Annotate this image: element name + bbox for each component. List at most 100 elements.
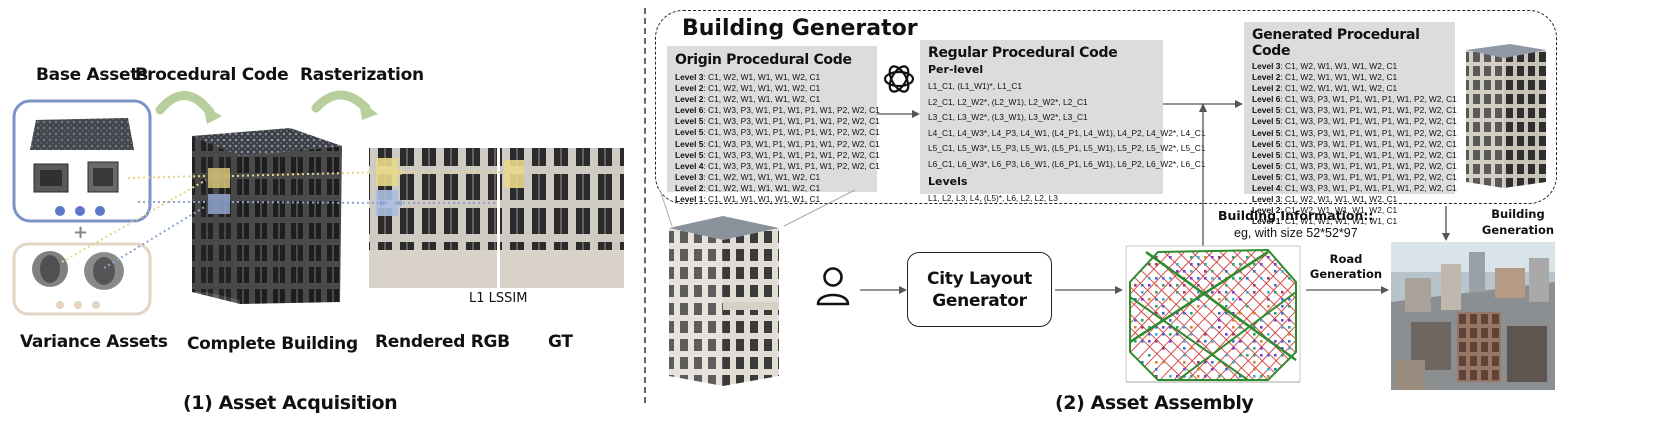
lot-dot bbox=[1218, 256, 1221, 259]
lot-dot bbox=[1190, 277, 1193, 280]
lot-dot bbox=[1141, 291, 1144, 294]
lot-dot bbox=[1288, 326, 1291, 329]
lot-dot bbox=[1155, 333, 1158, 336]
lot-dot bbox=[1134, 340, 1137, 343]
lot-dot bbox=[1267, 298, 1270, 301]
lot-dot bbox=[1197, 368, 1200, 371]
code-line: Level 5: C1, W3, P3, W1, P1, W1, P1, W1,… bbox=[675, 149, 880, 161]
lot-dot bbox=[1281, 354, 1284, 357]
road-line bbox=[1130, 250, 1201, 380]
lot-dot bbox=[1183, 284, 1186, 287]
lot-dot bbox=[1204, 305, 1207, 308]
lot-dot bbox=[1183, 347, 1186, 350]
road-line bbox=[1255, 250, 1296, 380]
lot-dot bbox=[1274, 354, 1277, 357]
lot-dot bbox=[1190, 263, 1193, 266]
lot-dot bbox=[1169, 284, 1172, 287]
code-line-level: Level 2 bbox=[675, 83, 704, 94]
lot-dot bbox=[1155, 291, 1158, 294]
lot-dot bbox=[1267, 305, 1270, 308]
code-line: Level 5: C1, W3, P3, W1, P1, W1, P1, W1,… bbox=[1252, 172, 1457, 183]
lot-dot bbox=[1225, 305, 1228, 308]
code-line-value: : C1, W3, P3, W1, P1, W1, P1, W1, P2, W2… bbox=[703, 116, 880, 127]
lot-dot bbox=[1183, 298, 1186, 301]
lot-dot bbox=[1176, 326, 1179, 329]
lot-dot bbox=[1141, 361, 1144, 364]
lot-dot bbox=[1141, 319, 1144, 322]
city-layout-generator-label: City Layout Generator bbox=[927, 268, 1032, 311]
lot-dot bbox=[1239, 263, 1242, 266]
road-line bbox=[1130, 250, 1261, 380]
lot-dot bbox=[1190, 375, 1193, 378]
road-line bbox=[1130, 250, 1233, 380]
road-line bbox=[1241, 250, 1296, 380]
lot-dot bbox=[1267, 368, 1270, 371]
lot-dot bbox=[1141, 284, 1144, 287]
complete-building-roof bbox=[192, 128, 342, 156]
lot-dot bbox=[1197, 256, 1200, 259]
lot-dot bbox=[1267, 375, 1270, 378]
lot-dot bbox=[1253, 284, 1256, 287]
code-line-level: Level 2 bbox=[675, 182, 704, 193]
lot-dot bbox=[1218, 312, 1221, 315]
lot-dot bbox=[1232, 291, 1235, 294]
building-lot-dots bbox=[1134, 256, 1291, 378]
lot-dot bbox=[1253, 368, 1256, 371]
user-icon bbox=[816, 267, 850, 306]
regular-code-line: L1_C1, (L1_W1)*, L1_C1 bbox=[928, 81, 1023, 91]
lot-dot bbox=[1288, 333, 1291, 336]
lot-dot bbox=[1239, 277, 1242, 280]
lot-dot bbox=[1232, 263, 1235, 266]
lot-dot bbox=[1239, 375, 1242, 378]
lot-dot bbox=[1162, 361, 1165, 364]
lot-dot bbox=[1253, 347, 1256, 350]
openai-logo-icon bbox=[883, 65, 915, 93]
lot-dot bbox=[1253, 270, 1256, 273]
code-line-value: : C1, W3, P3, W1, P1, W1, P1, W1, P2, W2… bbox=[703, 149, 880, 160]
lot-dot bbox=[1190, 347, 1193, 350]
lot-dot bbox=[1197, 361, 1200, 364]
lot-dot bbox=[1204, 375, 1207, 378]
lot-dot bbox=[1155, 298, 1158, 301]
lot-dot bbox=[1211, 340, 1214, 343]
code-line-level: Level 5 bbox=[675, 127, 704, 138]
code-line: Level 4: C1, W3, P3, W1, P1, W1, P1, W1,… bbox=[675, 161, 880, 172]
lot-dot bbox=[1155, 263, 1158, 266]
lot-dot bbox=[1267, 354, 1270, 357]
lot-dot bbox=[1225, 333, 1228, 336]
code-line: Level 5: C1, W3, P3, W1, P1, W1, P1, W1,… bbox=[1252, 116, 1457, 127]
lot-dot bbox=[1260, 375, 1263, 378]
regular-code-panel: Regular Procedural Code Per-level L1_C1,… bbox=[920, 40, 1205, 203]
lot-dot bbox=[1246, 277, 1249, 280]
code-line-level: Level 1 bbox=[675, 194, 704, 205]
code-line-value: : C1, W1, W1, W1, W1, W1, C1 bbox=[1280, 216, 1398, 227]
building-generation-label: Building Generation bbox=[1481, 207, 1555, 237]
lot-dot bbox=[1134, 326, 1137, 329]
code-line: Level 5: C1, W3, P3, W1, P1, W1, P1, W1,… bbox=[1252, 139, 1457, 150]
lot-dot bbox=[1155, 277, 1158, 280]
input-building-render bbox=[669, 216, 779, 386]
road-line bbox=[1185, 250, 1296, 380]
lot-dot bbox=[1190, 298, 1193, 301]
curved-arrow-icon bbox=[155, 91, 215, 117]
lot-dot bbox=[1155, 312, 1158, 315]
code-line: Level 5: C1, W3, P3, W1, P1, W1, P1, W1,… bbox=[675, 139, 880, 150]
variance-assets-frame bbox=[12, 242, 152, 316]
code-line-level: Level 2 bbox=[1252, 83, 1281, 94]
lot-dot bbox=[1267, 333, 1270, 336]
lot-dot bbox=[1281, 347, 1284, 350]
lot-dot bbox=[1190, 312, 1193, 315]
lot-dot bbox=[1288, 305, 1291, 308]
lot-dot bbox=[1162, 347, 1165, 350]
road-line bbox=[1130, 250, 1187, 380]
code-line: Level 4: C1, W3, P3, W1, P1, W1, P1, W1,… bbox=[1252, 183, 1457, 194]
lot-dot bbox=[1190, 270, 1193, 273]
lot-dot bbox=[1197, 375, 1200, 378]
code-line: Level 5: C1, W3, P3, W1, P1, W1, P1, W1,… bbox=[675, 127, 880, 138]
code-line: Level 3: C1, W2, W1, W1, W1, W2, C1 bbox=[1252, 194, 1455, 205]
lot-dot bbox=[1225, 298, 1228, 301]
lot-dot bbox=[1197, 305, 1200, 308]
code-line-level: Level 2 bbox=[1252, 72, 1281, 83]
